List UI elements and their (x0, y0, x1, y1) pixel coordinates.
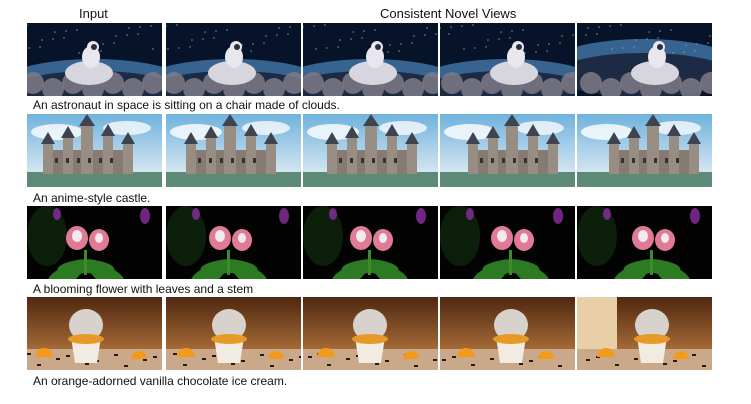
novel-views-column-header: Consistent Novel Views (380, 6, 517, 21)
thumbnail-graphic (303, 297, 438, 370)
novel-view-icecream-4 (577, 297, 712, 370)
novel-view-icecream-1 (166, 297, 301, 370)
novel-view-icecream-3 (440, 297, 575, 370)
thumbnail-graphic (166, 23, 301, 96)
thumbnail-graphic (166, 114, 301, 187)
thumbnail-graphic (440, 114, 575, 187)
thumbnail-graphic (577, 114, 712, 187)
novel-view-castle-2 (303, 114, 438, 187)
thumbnail-graphic (577, 23, 712, 96)
caption-icecream: An orange-adorned vanilla chocolate ice … (33, 374, 288, 388)
thumbnail-graphic (440, 297, 575, 370)
thumbnail-graphic (577, 297, 712, 370)
input-image-castle (27, 114, 162, 187)
caption-flower: A blooming flower with leaves and a stem (33, 282, 254, 296)
thumbnail-graphic (303, 206, 438, 279)
novel-view-astronaut-2 (303, 23, 438, 96)
thumbnail-graphic (303, 114, 438, 187)
input-column-header: Input (79, 6, 108, 21)
novel-view-castle-1 (166, 114, 301, 187)
thumbnail-graphic (27, 297, 162, 370)
novel-view-flower-1 (166, 206, 301, 279)
thumbnail-graphic (303, 23, 438, 96)
novel-view-astronaut-4 (577, 23, 712, 96)
thumbnail-graphic (440, 23, 575, 96)
thumbnail-graphic (166, 206, 301, 279)
thumbnail-graphic (27, 206, 162, 279)
caption-castle: An anime-style castle. (33, 191, 151, 205)
thumbnail-graphic (577, 206, 712, 279)
novel-view-castle-4 (577, 114, 712, 187)
novel-view-flower-2 (303, 206, 438, 279)
thumbnail-graphic (166, 297, 301, 370)
novel-view-icecream-2 (303, 297, 438, 370)
input-image-icecream (27, 297, 162, 370)
novel-view-astronaut-1 (166, 23, 301, 96)
novel-view-flower-4 (577, 206, 712, 279)
input-image-astronaut (27, 23, 162, 96)
input-image-flower (27, 206, 162, 279)
caption-astronaut: An astronaut in space is sitting on a ch… (33, 98, 340, 112)
novel-view-flower-3 (440, 206, 575, 279)
thumbnail-graphic (27, 23, 162, 96)
novel-view-astronaut-3 (440, 23, 575, 96)
thumbnail-graphic (27, 114, 162, 187)
novel-view-castle-3 (440, 114, 575, 187)
thumbnail-graphic (440, 206, 575, 279)
